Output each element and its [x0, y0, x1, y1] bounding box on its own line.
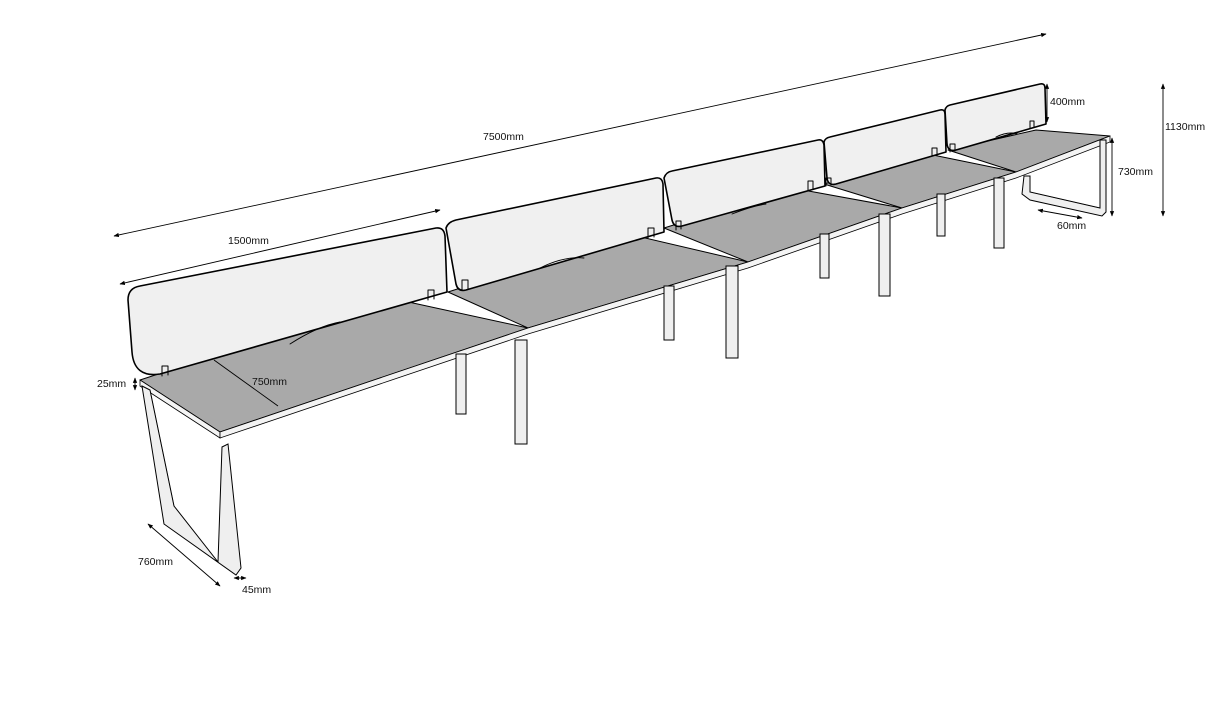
- leg-1: [455, 353, 467, 415]
- dimension-labels: 7500mm 1500mm 750mm 25mm 760mm 45mm 400m…: [97, 96, 1205, 596]
- label-overall-height: 1130mm: [1165, 121, 1205, 133]
- label-desk-depth: 750mm: [252, 376, 287, 388]
- dim-750-line: [213, 359, 279, 407]
- label-frame-depth: 760mm: [138, 556, 173, 568]
- label-top-thickness: 25mm: [97, 378, 126, 390]
- leg-6: [878, 213, 891, 297]
- dim-60-line: [1037, 208, 1083, 220]
- leg-8: [993, 177, 1005, 249]
- dim-760-line: [147, 523, 221, 587]
- label-frame-thickness: 45mm: [242, 584, 271, 596]
- label-desk-height: 730mm: [1118, 166, 1153, 178]
- dimension-lines: [113, 32, 1166, 587]
- label-overall-length: 7500mm: [483, 131, 524, 143]
- leg-7: [936, 193, 946, 237]
- label-desk-width: 1500mm: [228, 235, 269, 247]
- label-leg-width: 60mm: [1057, 220, 1086, 232]
- leg-5: [819, 233, 830, 279]
- leg-2: [514, 339, 528, 445]
- dim-1500-line: [119, 208, 441, 286]
- leg-3: [663, 285, 675, 341]
- label-screen-height: 400mm: [1050, 96, 1085, 108]
- privacy-screens: [127, 83, 1047, 377]
- leg-4: [725, 265, 739, 359]
- dim-7500-line: [113, 32, 1047, 238]
